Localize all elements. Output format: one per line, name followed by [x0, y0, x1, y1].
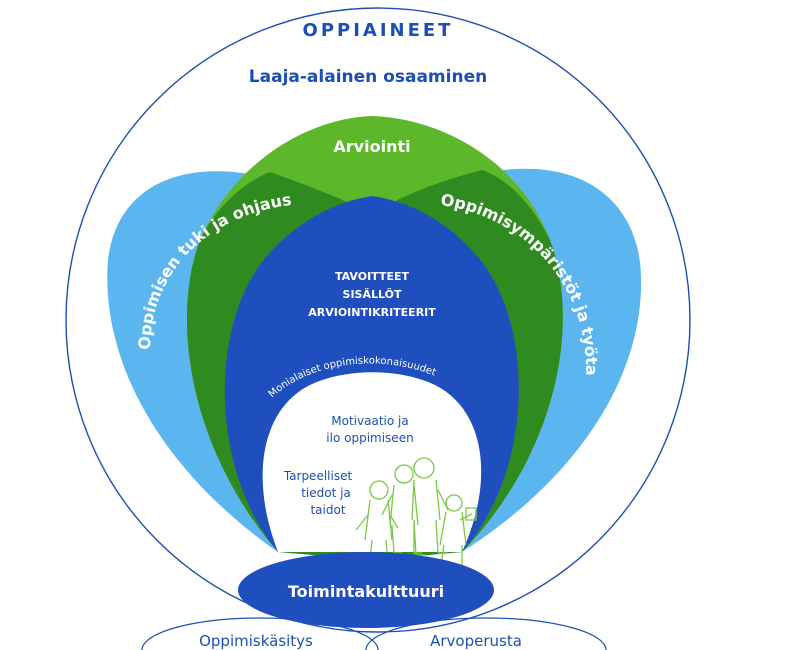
- title: OPPIAINEET: [303, 20, 454, 41]
- arvoperusta-ellipse: [365, 617, 607, 650]
- outer-circle: [65, 7, 691, 633]
- core-arviointikriteerit: ARVIOINTIKRITEERIT: [308, 306, 436, 319]
- toimintakulttuuri-label: Toimintakulttuuri: [288, 582, 444, 601]
- inner-white-dome: [262, 372, 482, 552]
- arvoperusta-label: Arvoperusta: [430, 632, 522, 650]
- oppimiskasitys-label: Oppimiskäsitys: [199, 632, 313, 650]
- skills-line2: tiedot ja: [301, 486, 351, 500]
- motivation-line2: ilo oppimiseen: [326, 431, 413, 445]
- skills-line3: taidot: [310, 503, 345, 517]
- subtitle: Laaja-alainen osaaminen: [249, 67, 487, 87]
- oppimiskasitys-ellipse: [141, 617, 379, 650]
- skills-line1: Tarpeelliset: [283, 469, 353, 483]
- core-tavoitteet: TAVOITTEET: [335, 270, 409, 283]
- core-sisallot: SISÄLLÖT: [343, 287, 402, 301]
- motivation-line1: Motivaatio ja: [331, 414, 408, 428]
- toimintakulttuuri-ellipse: [238, 552, 494, 628]
- arviointi-label: Arviointi: [333, 137, 410, 156]
